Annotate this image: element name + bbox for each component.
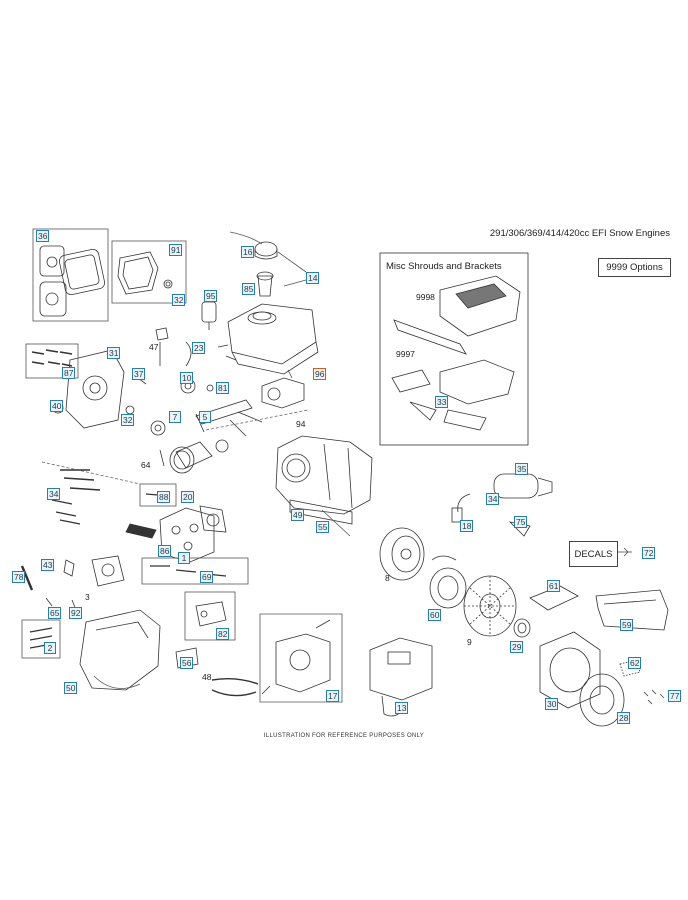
exhaust-part-drawing bbox=[261, 377, 305, 409]
label-47: 47 bbox=[149, 342, 159, 352]
leader-lines bbox=[287, 369, 665, 699]
gasket-set-drawing bbox=[32, 228, 109, 322]
callout-95[interactable]: 95 bbox=[204, 290, 218, 302]
cylinder-head-drawing bbox=[41, 461, 227, 563]
gasket-91-drawing bbox=[111, 240, 187, 304]
callout-87[interactable]: 87 bbox=[62, 367, 76, 379]
callout-33[interactable]: 33 bbox=[435, 396, 449, 408]
callout-92[interactable]: 92 bbox=[69, 607, 83, 619]
callout-59[interactable]: 59 bbox=[620, 619, 634, 631]
callout-72[interactable]: 72 bbox=[642, 547, 656, 559]
stator-fan-drawing bbox=[429, 555, 517, 637]
callout-14[interactable]: 14 bbox=[306, 272, 320, 284]
callout-1[interactable]: 1 bbox=[178, 552, 190, 564]
shroud-bracket-drawing bbox=[513, 585, 669, 638]
callout-28[interactable]: 28 bbox=[617, 712, 631, 724]
callout-7[interactable]: 7 bbox=[169, 411, 181, 423]
callout-18[interactable]: 18 bbox=[460, 520, 474, 532]
label-8: 8 bbox=[385, 573, 390, 583]
label-9: 9 bbox=[467, 637, 472, 647]
callout-62[interactable]: 62 bbox=[628, 657, 642, 669]
fuel-tank-drawing bbox=[217, 303, 319, 375]
callout-49[interactable]: 49 bbox=[291, 509, 305, 521]
callout-78[interactable]: 78 bbox=[12, 571, 26, 583]
callout-30[interactable]: 30 bbox=[545, 698, 559, 710]
decals-box[interactable]: DECALS bbox=[569, 541, 618, 567]
label-3: 3 bbox=[85, 592, 90, 602]
callout-2[interactable]: 2 bbox=[44, 642, 56, 654]
callout-5[interactable]: 5 bbox=[199, 411, 211, 423]
callout-16[interactable]: 16 bbox=[241, 246, 255, 258]
callout-43[interactable]: 43 bbox=[41, 559, 55, 571]
callout-40[interactable]: 40 bbox=[50, 400, 64, 412]
callout-37[interactable]: 37 bbox=[132, 368, 146, 380]
callout-56[interactable]: 56 bbox=[180, 657, 194, 669]
callout-17[interactable]: 17 bbox=[326, 690, 340, 702]
callout-32-lower[interactable]: 32 bbox=[121, 414, 135, 426]
flywheel-drawing bbox=[379, 527, 425, 581]
callout-32[interactable]: 32 bbox=[172, 294, 186, 306]
callout-31[interactable]: 31 bbox=[107, 347, 121, 359]
callout-86[interactable]: 86 bbox=[158, 545, 172, 557]
callout-23[interactable]: 23 bbox=[192, 342, 206, 354]
disclaimer-footer: ILLUSTRATION FOR REFERENCE PURPOSES ONLY bbox=[263, 733, 425, 739]
callout-82[interactable]: 82 bbox=[216, 628, 230, 640]
fan-housing-drawing bbox=[539, 631, 657, 727]
engine-block-drawing bbox=[275, 435, 373, 537]
misc-shrouds-panel-drawing bbox=[379, 252, 529, 446]
label-94: 94 bbox=[296, 419, 306, 429]
throttle-body-drawing bbox=[259, 613, 343, 703]
callout-77[interactable]: 77 bbox=[668, 690, 682, 702]
callout-55[interactable]: 55 bbox=[316, 521, 330, 533]
callout-75[interactable]: 75 bbox=[514, 516, 528, 528]
label-64: 64 bbox=[141, 460, 151, 470]
callout-81[interactable]: 81 bbox=[216, 382, 230, 394]
callout-36[interactable]: 36 bbox=[36, 230, 50, 242]
blower-housing-drawing bbox=[79, 609, 161, 691]
diagram-title: 291/306/369/414/420cc EFI Snow Engines bbox=[489, 228, 670, 239]
callout-20[interactable]: 20 bbox=[181, 491, 195, 503]
bracket-82-drawing bbox=[175, 591, 236, 669]
callout-10[interactable]: 10 bbox=[180, 372, 194, 384]
wiring-drawing bbox=[211, 677, 259, 697]
fuel-cap-drawing bbox=[229, 231, 307, 297]
label-9997: 9997 bbox=[396, 349, 415, 359]
callout-96[interactable]: 96 bbox=[313, 368, 327, 380]
callout-65[interactable]: 65 bbox=[48, 607, 62, 619]
misc-panel-title: Misc Shrouds and Brackets bbox=[386, 261, 502, 272]
callout-34[interactable]: 34 bbox=[47, 488, 61, 500]
callout-34-starter[interactable]: 34 bbox=[486, 493, 500, 505]
label-9998: 9998 bbox=[416, 292, 435, 302]
callout-60[interactable]: 60 bbox=[428, 609, 442, 621]
options-box[interactable]: 9999 Options bbox=[598, 258, 671, 277]
callout-69[interactable]: 69 bbox=[200, 571, 214, 583]
callout-88[interactable]: 88 bbox=[157, 491, 171, 503]
callout-35[interactable]: 35 bbox=[515, 463, 529, 475]
callout-29[interactable]: 29 bbox=[510, 641, 524, 653]
callout-13[interactable]: 13 bbox=[395, 702, 409, 714]
callout-85[interactable]: 85 bbox=[242, 283, 256, 295]
crankshaft-drawing bbox=[159, 399, 309, 474]
label-48: 48 bbox=[202, 672, 212, 682]
callout-50[interactable]: 50 bbox=[64, 682, 78, 694]
callout-61[interactable]: 61 bbox=[547, 580, 561, 592]
callout-91[interactable]: 91 bbox=[169, 244, 183, 256]
